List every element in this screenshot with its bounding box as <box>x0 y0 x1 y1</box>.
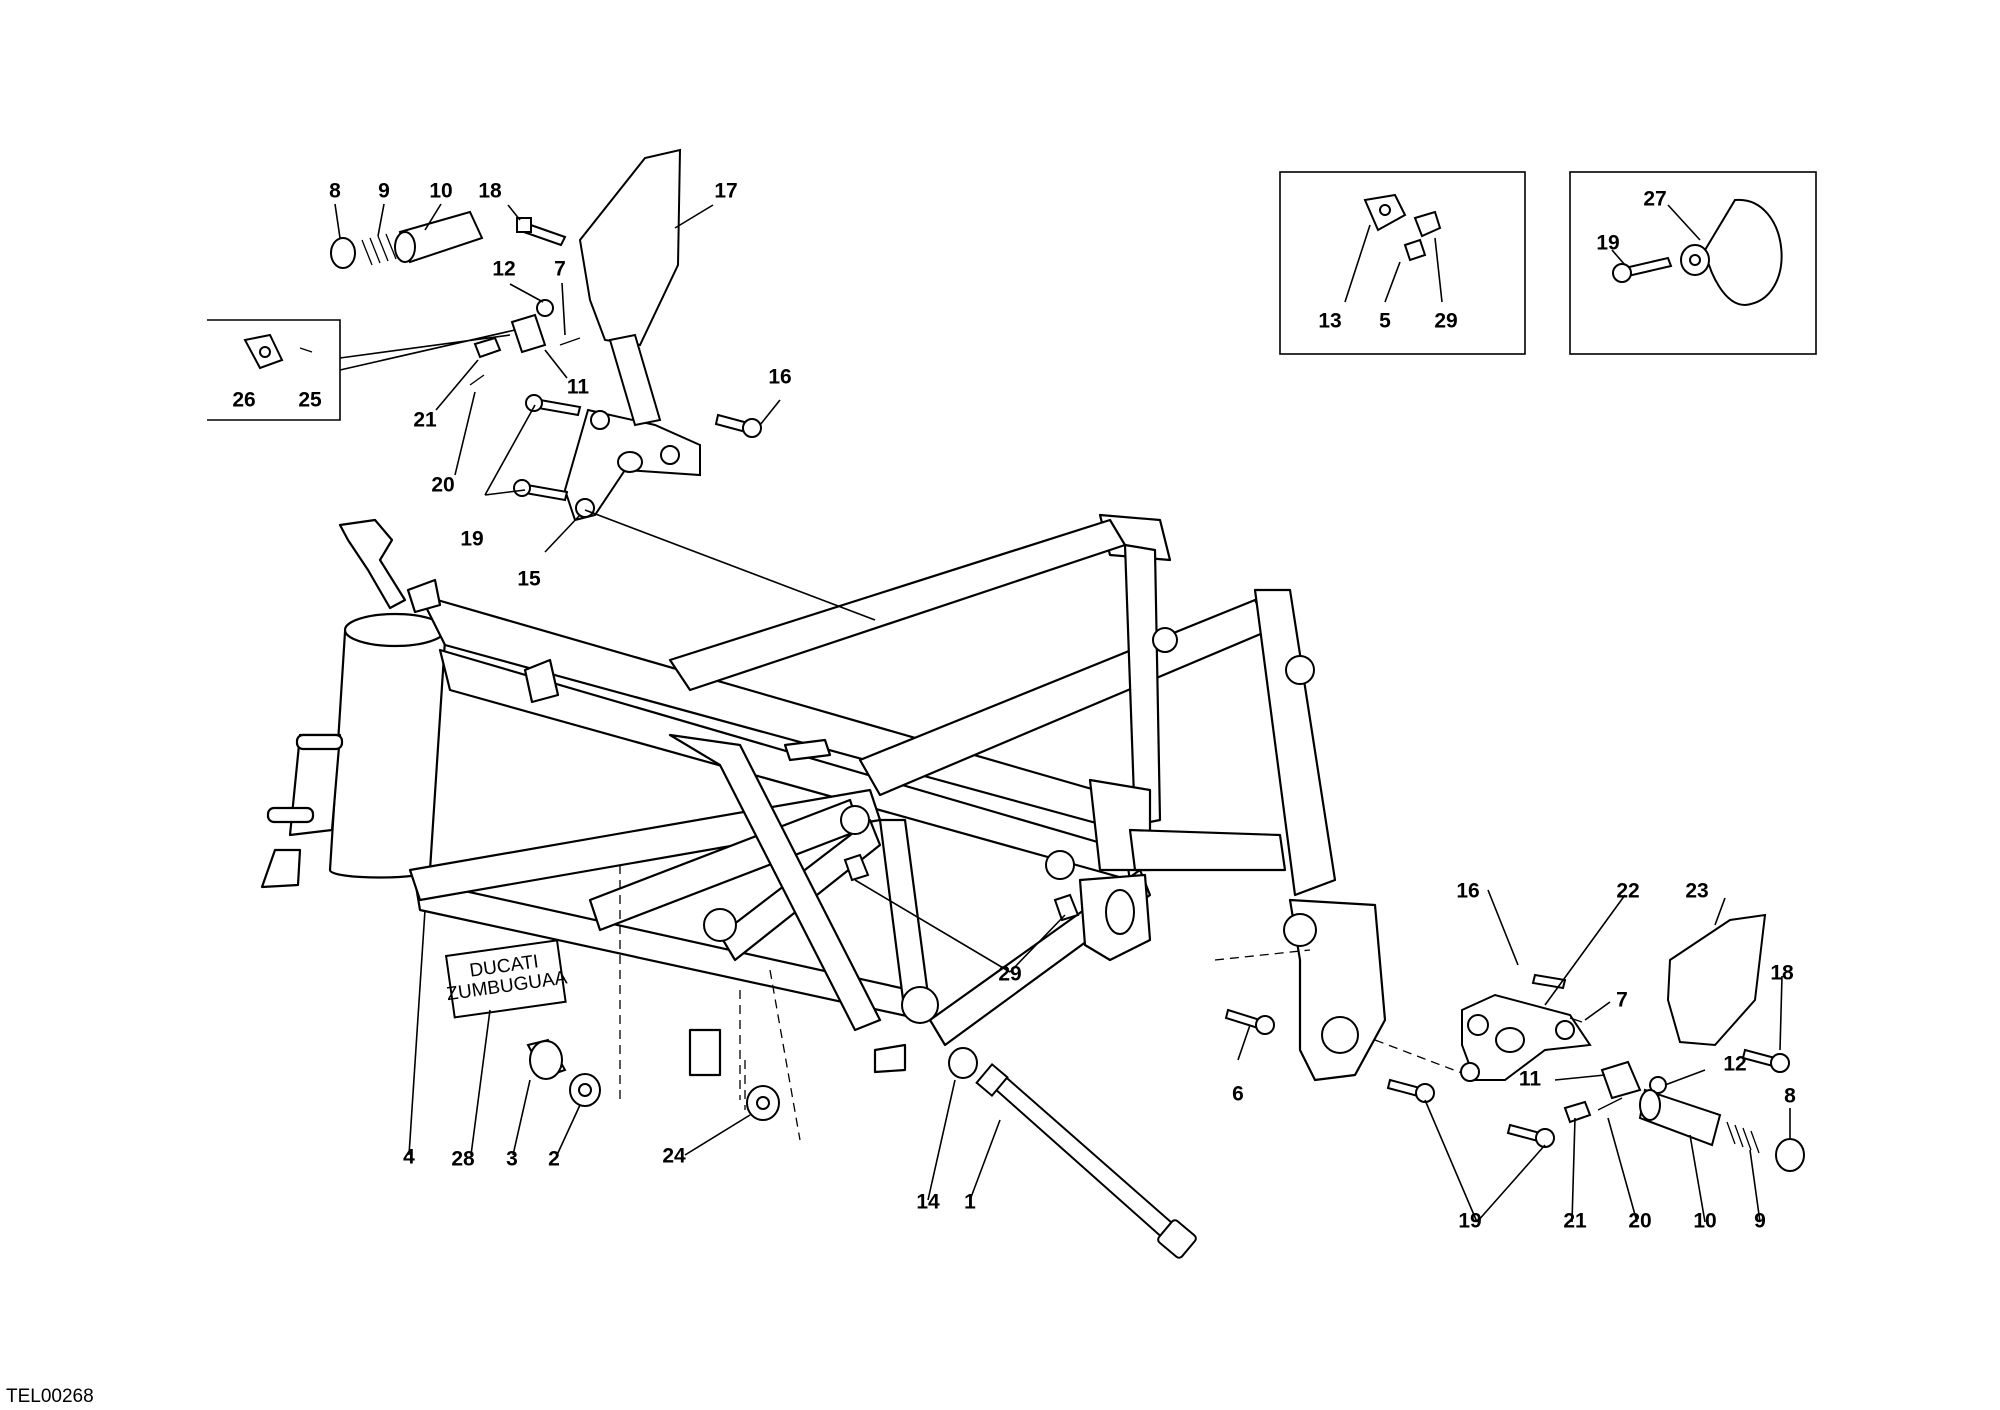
callout-29: 29 <box>1434 310 1457 333</box>
right-footrest-group <box>1224 913 1805 1172</box>
detail-box-13-5-29 <box>1279 171 1526 355</box>
callout-23: 23 <box>1685 880 1708 903</box>
heel-guard-right <box>1666 913 1767 1047</box>
callout-18: 18 <box>1770 962 1794 985</box>
callout-22: 22 <box>1616 880 1639 903</box>
detail-box-27-19 <box>1569 171 1817 355</box>
callout-19: 19 <box>1596 232 1619 255</box>
callout-9: 9 <box>378 180 390 203</box>
callout-15: 15 <box>517 568 541 591</box>
callout-18: 18 <box>478 180 502 203</box>
callout-14: 14 <box>916 1191 940 1214</box>
callout-13: 13 <box>1318 310 1341 333</box>
callout-29: 29 <box>998 963 1021 986</box>
callout-9: 9 <box>1754 1210 1766 1233</box>
callout-12: 12 <box>1723 1053 1746 1076</box>
callout-20: 20 <box>1628 1210 1651 1233</box>
footrest-bracket-right <box>1461 993 1592 1081</box>
callout-1: 1 <box>964 1191 976 1214</box>
callout-8: 8 <box>1784 1085 1796 1108</box>
callout-4: 4 <box>403 1146 415 1169</box>
callout-25: 25 <box>298 389 322 412</box>
callout-19: 19 <box>1458 1210 1481 1233</box>
callout-21: 21 <box>413 409 437 432</box>
callout-26: 26 <box>232 389 255 412</box>
callout-12: 12 <box>492 258 515 281</box>
pivot-shaft <box>983 1070 1182 1242</box>
left-footrest-group <box>330 148 762 522</box>
lower-parts: DUCATI ZUMBUGUAA <box>444 853 1197 1259</box>
callout-11: 11 <box>567 376 590 399</box>
callout-5: 5 <box>1379 310 1391 333</box>
callout-28: 28 <box>451 1148 475 1171</box>
callout-3: 3 <box>506 1148 518 1171</box>
callout-20: 20 <box>431 474 454 497</box>
callout-8: 8 <box>329 180 341 203</box>
steering-head-tube <box>328 624 447 879</box>
callout-19: 19 <box>460 528 483 551</box>
callout-17: 17 <box>714 180 737 203</box>
leader-lines <box>334 203 1791 1223</box>
heel-guard-left <box>578 148 682 347</box>
drawing-code: TEL00268 <box>6 1386 94 1407</box>
callout-10: 10 <box>429 180 452 203</box>
callout-6: 6 <box>1232 1083 1244 1106</box>
detail-box-26-25 <box>207 319 516 421</box>
callout-21: 21 <box>1563 1210 1587 1233</box>
callout-24: 24 <box>662 1145 686 1168</box>
callout-27: 27 <box>1643 188 1666 211</box>
callout-10: 10 <box>1693 1210 1716 1233</box>
trellis-frame <box>260 513 1387 1082</box>
callout-7: 7 <box>1616 989 1628 1012</box>
callout-7: 7 <box>554 258 566 281</box>
callout-16: 16 <box>1456 880 1479 903</box>
callout-11: 11 <box>1519 1068 1542 1091</box>
callout-2: 2 <box>548 1148 560 1171</box>
callout-16: 16 <box>768 366 791 389</box>
frame-decal: DUCATI ZUMBUGUAA <box>444 939 569 1019</box>
callouts: 8 9 10 18 17 12 7 16 26 25 21 11 20 19 1… <box>232 180 1796 1233</box>
